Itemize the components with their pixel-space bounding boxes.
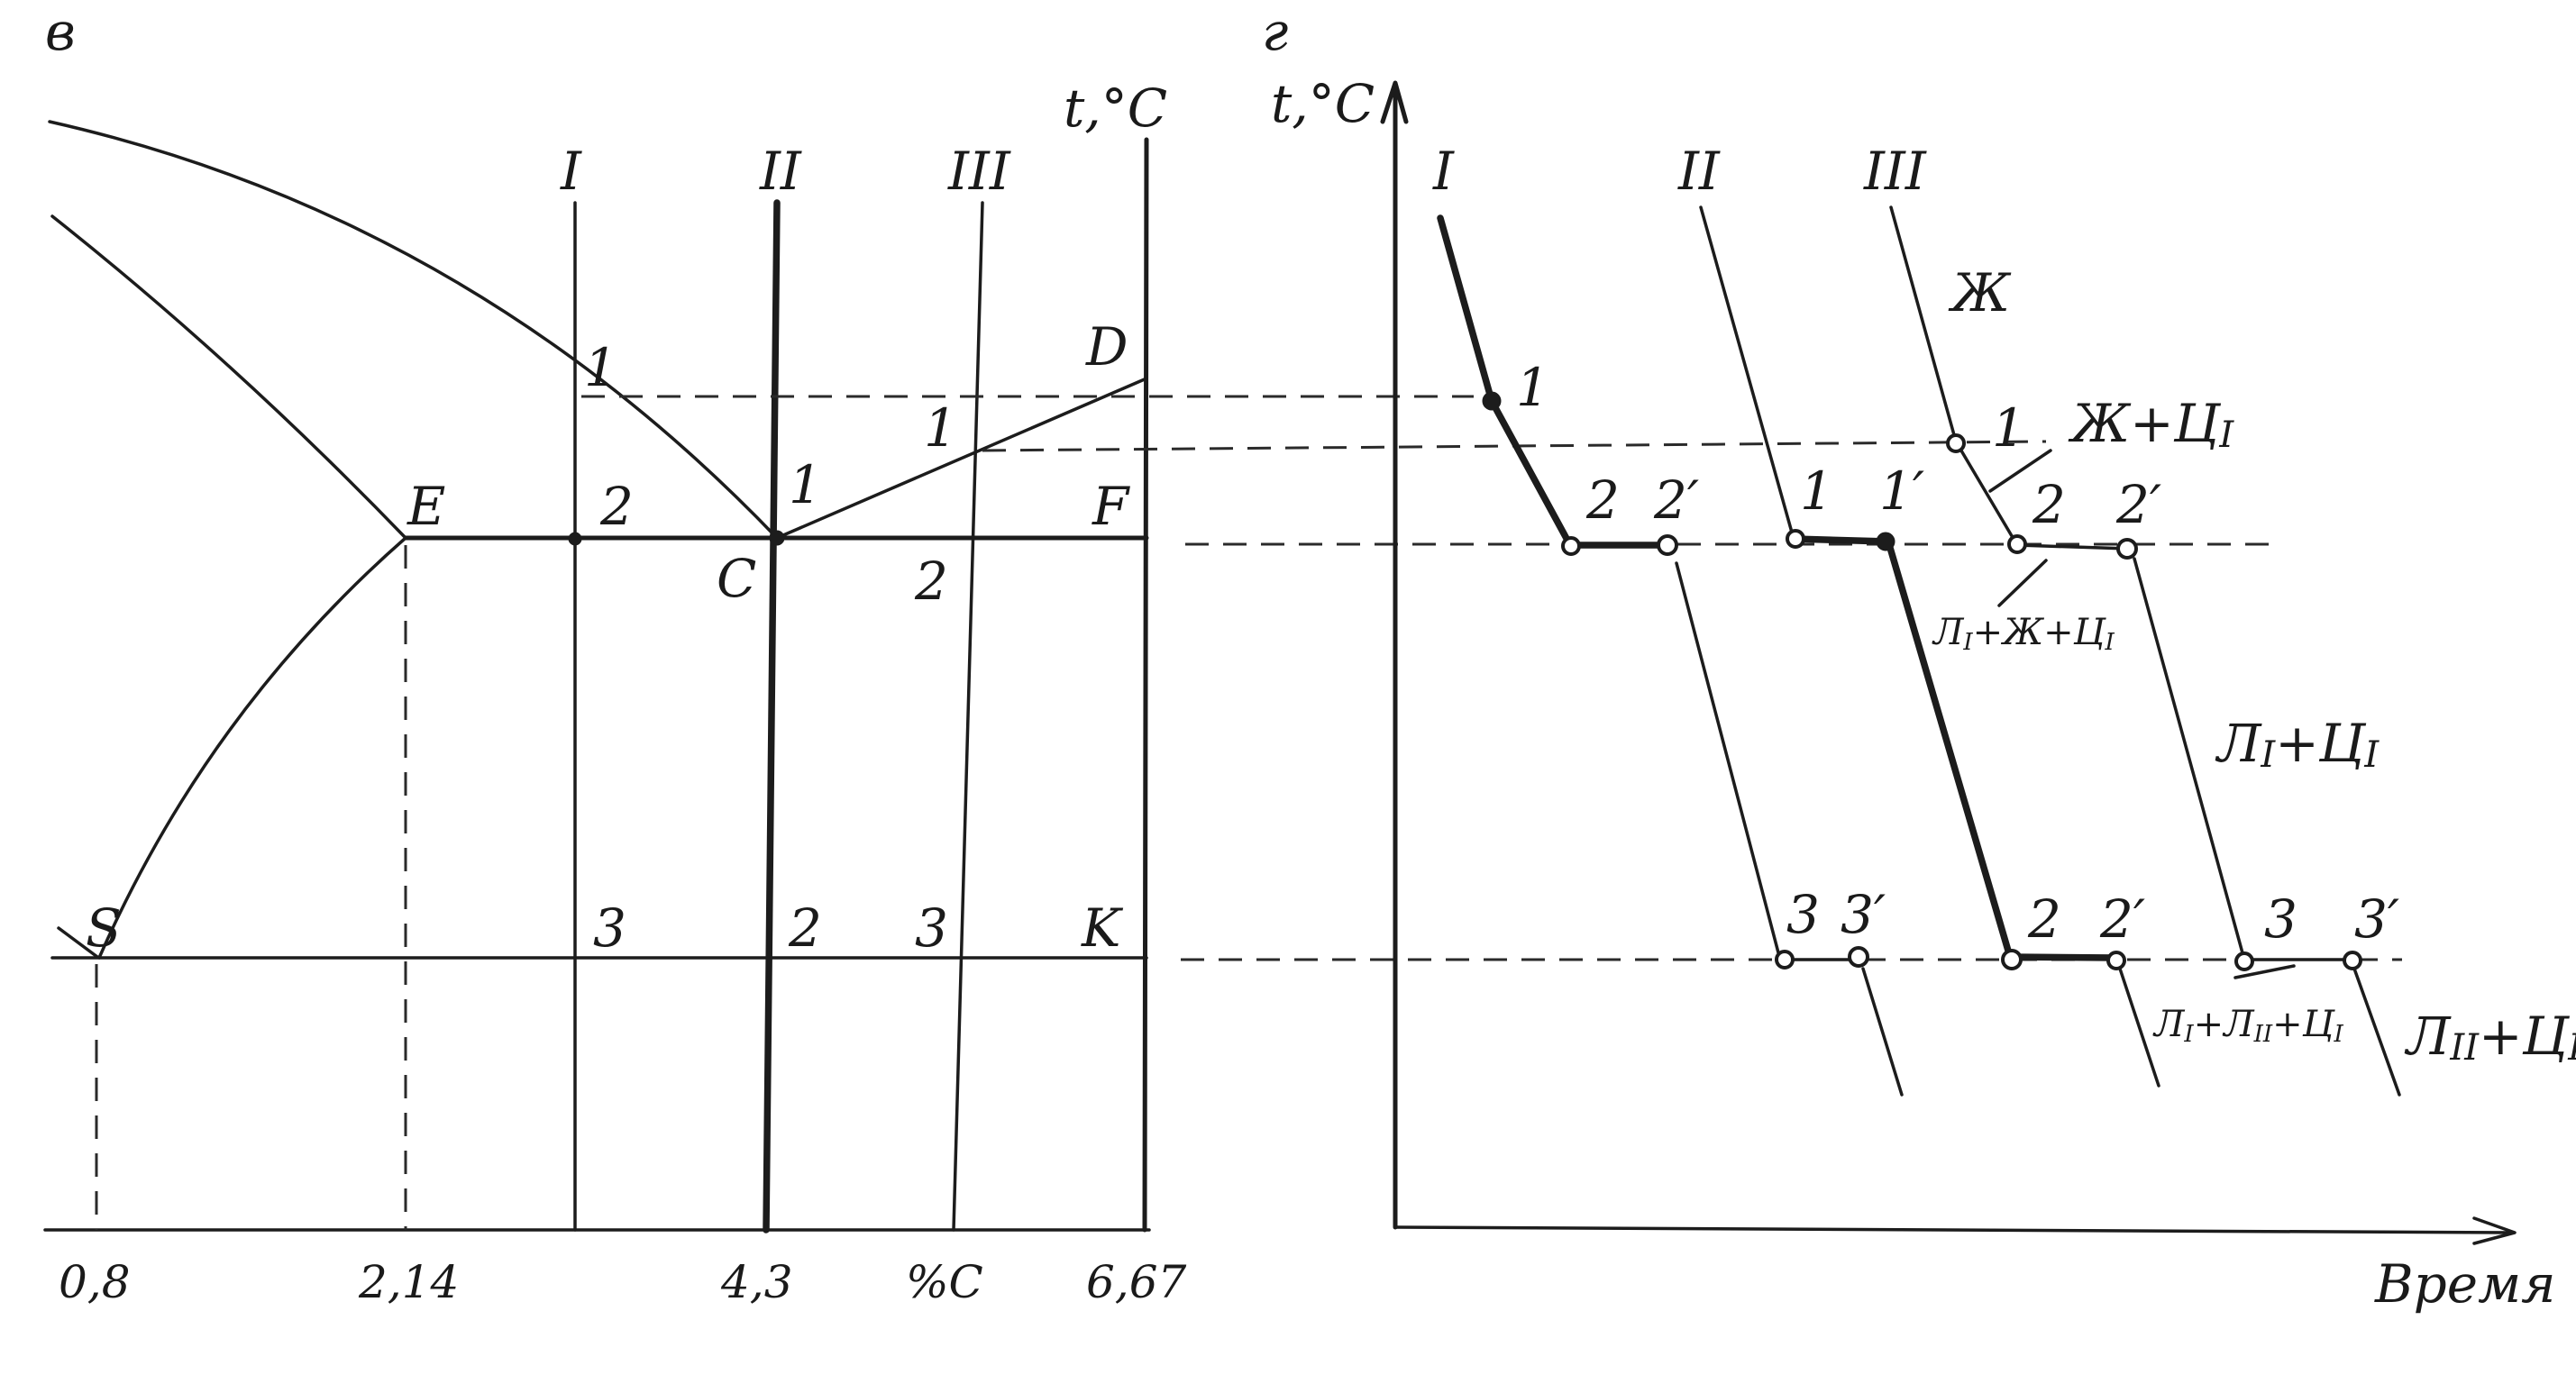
point-label-e: E: [406, 476, 445, 537]
curve-iii-point-3prime: [2343, 951, 2362, 970]
curve-iii-point-2: [2007, 534, 2027, 554]
right-t-axis-arrow: [1380, 80, 1409, 124]
liquidus-ac: [48, 120, 779, 540]
curve-iii-mark-3: 3: [2264, 888, 2297, 950]
left-t-axis-label: t,°C: [1064, 77, 1167, 139]
alloy-ii-mark-1: 1: [789, 454, 822, 515]
curve-iii-point-3: [2234, 951, 2254, 971]
point-alloy-i-2: [568, 532, 582, 546]
curve-ii-mark-1: 1: [1800, 460, 1833, 522]
alloy-i-mark-3: 3: [593, 897, 626, 959]
left-panel-letter: в: [45, 1, 76, 62]
alloy-i-mark-2: 2: [599, 476, 634, 537]
phase-label-liquid: Ж: [1948, 262, 2012, 323]
curve-ii-point-1prime: [1876, 532, 1895, 551]
curve-label-ii: II: [1677, 141, 1721, 202]
right-time-axis-arrow: [2472, 1216, 2517, 1245]
alloy-ii-mark-2: 2: [788, 897, 822, 959]
cooling-curve-ii-middle: [1790, 535, 2120, 961]
point-label-d: D: [1085, 316, 1128, 378]
alloy-line-iii: [952, 201, 984, 1232]
curve-label-iii: III: [1863, 141, 1927, 202]
cooling-curve-i-upper: [1437, 214, 1671, 549]
phase-label-ledeburite-cementite: ЛI+ЦI: [2215, 713, 2380, 776]
left-panel: в t,°C I II III S E: [43, 1, 1187, 1308]
curve-ii-point-2prime: [2106, 951, 2126, 970]
curve-iii-point-2prime: [2116, 538, 2138, 560]
curve-i-mark-3prime: 3′: [1841, 884, 1886, 945]
curve-ii-mark-2: 2: [2027, 888, 2061, 950]
alloy-iii-mark-3: 3: [915, 897, 948, 959]
curve-i-point-1: [1482, 391, 1502, 411]
x-tick-6-67: 6,67: [1086, 1256, 1187, 1308]
alloy-label-i: I: [560, 141, 582, 202]
curve-i-point-2: [1561, 536, 1581, 556]
curve-i-point-3prime: [1848, 946, 1869, 968]
phase-label-ledeburite-ledeburite2-cementite: ЛI+ЛII+ЦI: [2152, 1004, 2344, 1048]
alloy-line-ii: [763, 199, 781, 1234]
curve-ii-point-2: [2001, 949, 2023, 970]
cooling-curve-iii-upper: [1889, 205, 2131, 551]
point-label-f: F: [1092, 476, 1130, 537]
curve-i-mark-3: 3: [1786, 884, 1820, 945]
right-panel-letter: г: [1262, 1, 1288, 62]
point-label-c: C: [717, 548, 756, 609]
cooling-curve-iii-tail: [2352, 967, 2401, 1097]
curve-ii-mark-2prime: 2′: [2099, 888, 2145, 950]
phase-label-ledeburite-liquid-cementite: ЛI+Ж+ЦI: [1932, 612, 2115, 656]
alloy-iii-mark-2: 2: [914, 551, 948, 612]
point-c: [769, 530, 785, 546]
alloy-iii-mark-1: 1: [924, 397, 957, 459]
leader-liquid-cementite: [1988, 449, 2052, 493]
cooling-curve-ii-liquid: [1699, 205, 1795, 541]
point-label-k: K: [1081, 897, 1124, 959]
leader-ledeburite-liquid-cementite: [1997, 559, 2048, 607]
curve-iii-mark-2: 2: [2032, 474, 2066, 535]
curve-iii-point-1: [1946, 433, 1966, 453]
curve-iii-mark-1: 1: [1992, 397, 2025, 459]
x-tick-2-14: 2,14: [358, 1256, 459, 1308]
cooling-curve-i-middle: [1675, 561, 1860, 961]
curve-i-point-3: [1775, 950, 1795, 970]
s-tick: [57, 926, 99, 959]
x-tick-4-3: 4,3: [720, 1256, 793, 1308]
curve-iii-mark-3prime: 3′: [2354, 888, 2399, 950]
curve-i-mark-1: 1: [1516, 357, 1549, 418]
curve-iii-mark-2prime: 2′: [2115, 474, 2161, 535]
x-tick-percent-c: %C: [906, 1256, 983, 1308]
solidus-ae: [50, 214, 407, 540]
point-label-s: S: [86, 897, 122, 959]
curve-ii-point-1: [1786, 529, 1805, 549]
alloy-i-mark-1: 1: [584, 337, 617, 398]
alloy-label-iii: III: [947, 141, 1011, 202]
curve-label-i: I: [1432, 141, 1455, 202]
curve-i-mark-2prime: 2′: [1653, 469, 1699, 531]
line-es: [97, 536, 407, 960]
leader-ledeburite-ledeburite2-cementite: [2233, 964, 2296, 979]
curve-i-point-2prime: [1657, 534, 1678, 556]
alloy-label-ii: II: [759, 141, 802, 202]
phase-label-ledeburite2-cementite: ЛII+ЦI: [2404, 1006, 2576, 1069]
right-time-axis: [1393, 1225, 2512, 1234]
cooling-curve-ii-tail: [2118, 967, 2160, 1088]
left-t-axis: [1142, 137, 1149, 1233]
right-time-axis-label: Время: [2374, 1253, 2556, 1315]
cooling-curve-i-tail: [1861, 967, 1904, 1097]
curve-i-mark-2: 2: [1585, 469, 1620, 531]
right-t-axis-label: t,°C: [1271, 73, 1375, 134]
liquidus-cd: [775, 377, 1148, 540]
phase-label-liquid-cementite: Ж+ЦI: [2068, 393, 2234, 456]
right-panel: г t,°C Время I 1 2 2′ 3 3′ II 1 1′ 2: [1262, 1, 2576, 1315]
curve-ii-mark-1prime: 1′: [1879, 460, 1924, 522]
x-tick-0-8: 0,8: [59, 1256, 131, 1308]
